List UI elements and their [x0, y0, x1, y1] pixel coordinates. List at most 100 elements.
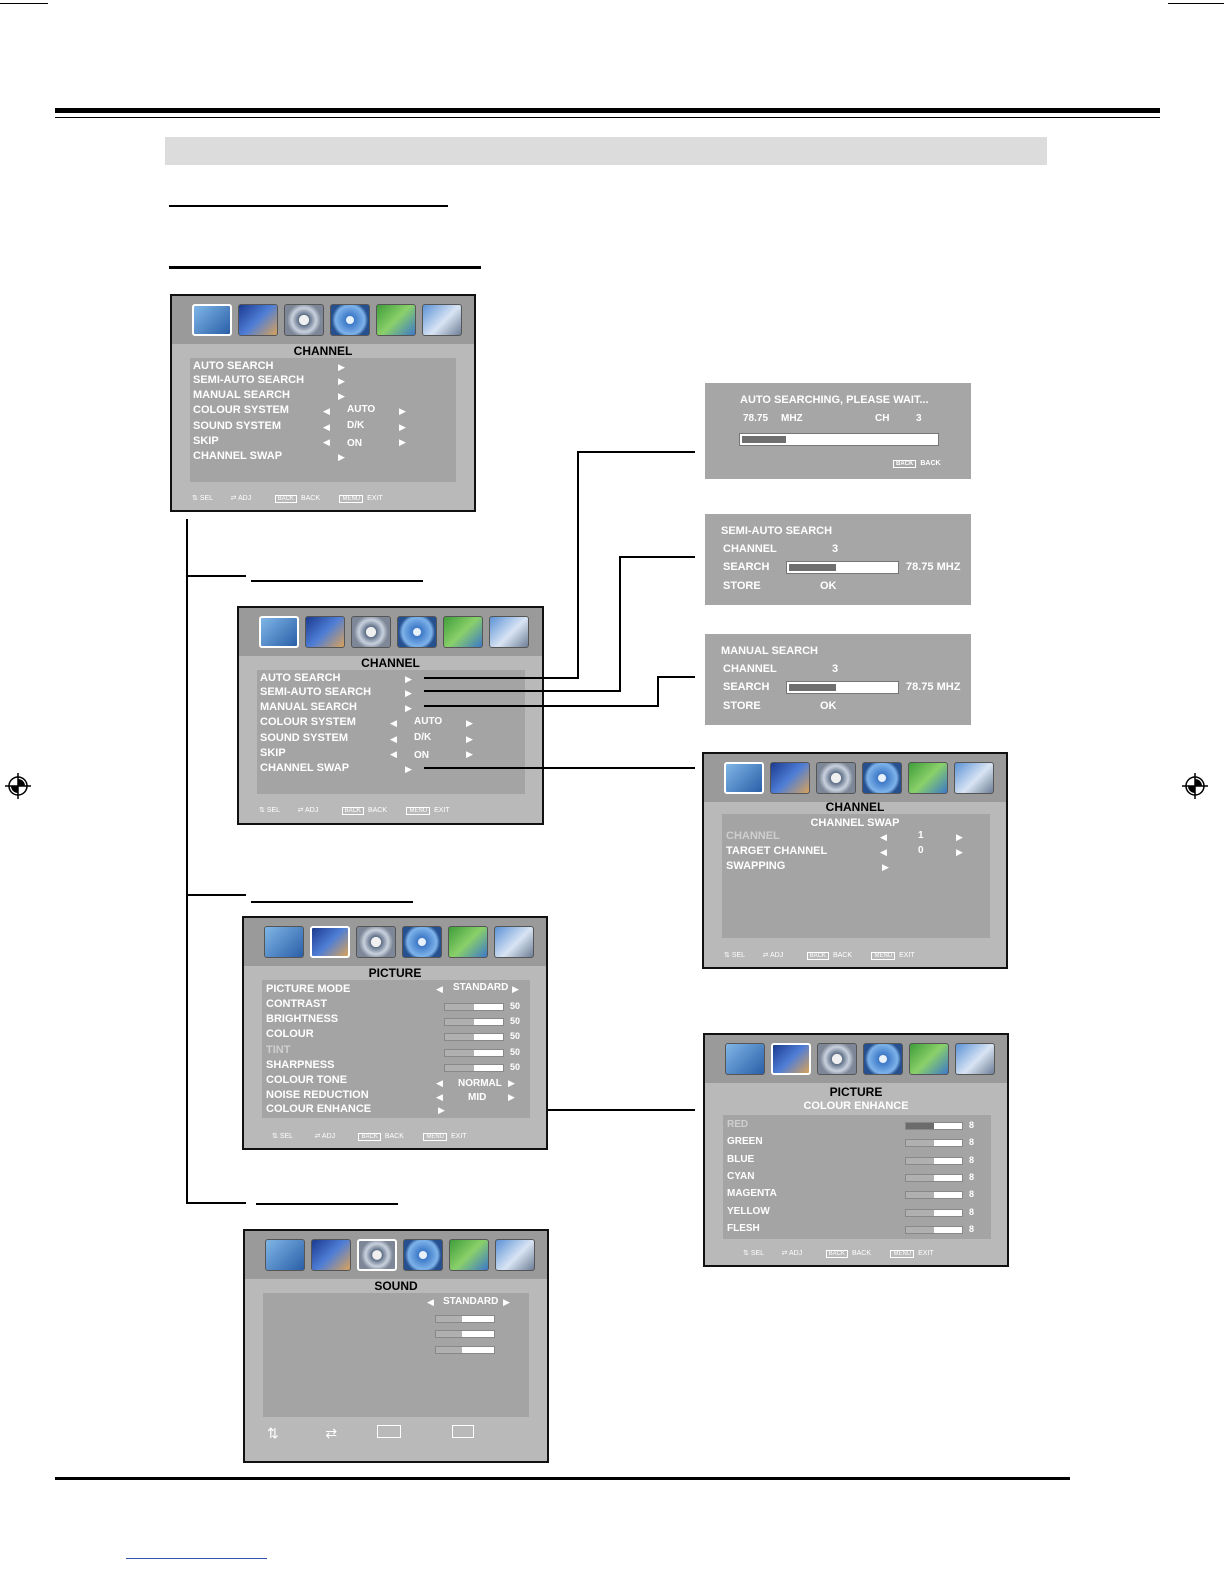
tv-search-icon[interactable] [192, 304, 232, 336]
tree-branch-picture [186, 894, 246, 896]
manual-channel-label: CHANNEL [723, 663, 777, 675]
slider-fill [906, 1140, 934, 1147]
slider-fill [445, 1019, 474, 1025]
enhance-row-label: RED [727, 1119, 749, 1130]
connector-manual-h1 [424, 705, 659, 707]
picture-icon[interactable] [310, 926, 350, 958]
registration-mark-left [5, 773, 31, 799]
channel-menu-item[interactable]: SEMI-AUTO SEARCH [193, 374, 305, 386]
semi-auto-popup: SEMI-AUTO SEARCH CHANNEL 3 SEARCH 78.75 … [705, 514, 971, 605]
osd-icon-bar [245, 1231, 547, 1279]
function-icon[interactable] [443, 616, 483, 648]
clock-icon[interactable] [330, 304, 370, 336]
arrow-left-icon: ◀ [323, 437, 330, 447]
function-icon[interactable] [449, 1239, 489, 1271]
arrow-left-icon: ◀ [323, 422, 330, 432]
osd-menu-panel [190, 358, 456, 482]
colour-tone-label: COLOUR TONE [266, 1074, 348, 1086]
picture-icon[interactable] [238, 304, 278, 336]
osd-icon-bar [244, 918, 546, 966]
sound-icon[interactable] [356, 926, 396, 958]
setup-icon[interactable] [494, 926, 534, 958]
channel-menu-item[interactable]: SKIP [260, 747, 286, 759]
picture-icon[interactable] [305, 616, 345, 648]
channel-menu-item[interactable]: SOUND SYSTEM [260, 732, 349, 744]
function-icon[interactable] [448, 926, 488, 958]
setup-icon[interactable] [489, 616, 529, 648]
skip-value: ON [414, 750, 429, 761]
tv-search-icon[interactable] [724, 762, 764, 794]
picture-slider-value: 50 [510, 1016, 521, 1026]
channel-menu-item[interactable]: CHANNEL SWAP [260, 762, 350, 774]
enhance-slider-bar [905, 1225, 963, 1234]
enhance-row-value: 8 [969, 1120, 975, 1130]
channel-menu-item[interactable]: MANUAL SEARCH [260, 701, 357, 713]
arrow-right-icon: ▶ [405, 764, 412, 774]
channel-menu-item[interactable]: AUTO SEARCH [260, 672, 341, 684]
sound-icon[interactable] [284, 304, 324, 336]
channel-menu-item[interactable]: COLOUR SYSTEM [260, 716, 356, 728]
manual-store-value: OK [820, 700, 837, 712]
colour-enhance-label: COLOUR ENHANCE [266, 1103, 372, 1115]
sound-icon[interactable] [357, 1239, 397, 1271]
clock-icon[interactable] [402, 926, 442, 958]
picture-slider-value: 50 [510, 1001, 521, 1011]
picture-slider-bar [444, 1049, 504, 1057]
connector-enhance [470, 1109, 695, 1111]
channel-menu-item[interactable]: SKIP [193, 435, 219, 447]
picture-icon[interactable] [771, 1043, 811, 1075]
manual-title: MANUAL SEARCH [721, 645, 818, 657]
setup-icon[interactable] [495, 1239, 535, 1271]
channel-menu-item[interactable]: SEMI-AUTO SEARCH [260, 686, 372, 698]
channel-menu-item[interactable]: MANUAL SEARCH [193, 389, 290, 401]
manual-frequency: 78.75 MHZ [906, 681, 961, 693]
function-icon[interactable] [376, 304, 416, 336]
channel-menu-item[interactable]: SOUND SYSTEM [193, 420, 282, 432]
clock-icon[interactable] [863, 1043, 903, 1075]
sound-system-value: D/K [414, 732, 432, 743]
clock-icon[interactable] [403, 1239, 443, 1271]
arrow-right-icon: ▶ [508, 1078, 515, 1088]
header-rule-thin [55, 117, 1160, 118]
function-icon[interactable] [908, 762, 948, 794]
setup-icon[interactable] [422, 304, 462, 336]
menu-key-box [452, 1425, 474, 1438]
back-key-box [377, 1425, 401, 1438]
function-icon[interactable] [909, 1043, 949, 1075]
setup-icon[interactable] [955, 1043, 995, 1075]
enhance-row-label: CYAN [727, 1170, 755, 1182]
arrow-right-icon: ▶ [399, 422, 406, 432]
semi-channel-label: CHANNEL [723, 543, 777, 555]
clock-icon[interactable] [397, 616, 437, 648]
picture-icon[interactable] [311, 1239, 351, 1271]
arrow-left-icon: ◀ [880, 847, 887, 857]
setup-icon[interactable] [954, 762, 994, 794]
sel-arrows-icon: ⇅ [192, 495, 198, 502]
tv-search-icon[interactable] [264, 926, 304, 958]
channel-menu-item[interactable]: AUTO SEARCH [193, 360, 274, 372]
enhance-row-label: YELLOW [727, 1205, 770, 1217]
sound-icon[interactable] [817, 1043, 857, 1075]
enhance-row-value: 8 [969, 1223, 975, 1234]
slider-fill [445, 1065, 474, 1071]
tv-search-icon[interactable] [259, 616, 299, 648]
slider-fill [906, 1226, 934, 1233]
manual-search-label: SEARCH [723, 681, 770, 693]
tv-search-icon[interactable] [265, 1239, 305, 1271]
sound-icon[interactable] [351, 616, 391, 648]
clock-icon[interactable] [862, 762, 902, 794]
arrow-right-icon: ▶ [466, 718, 473, 728]
sound-icon[interactable] [816, 762, 856, 794]
enhance-row-value: 8 [969, 1189, 975, 1200]
channel-menu-item[interactable]: CHANNEL SWAP [193, 450, 283, 462]
manual-search-progress [786, 681, 899, 694]
tv-search-icon[interactable] [725, 1043, 765, 1075]
picture-icon[interactable] [770, 762, 810, 794]
arrow-right-icon: ▶ [405, 688, 412, 698]
arrow-right-icon: ▶ [338, 362, 345, 372]
tree-heading-channel [251, 580, 423, 582]
channel-menu-item[interactable]: COLOUR SYSTEM [193, 404, 289, 416]
sound-system-value: D/K [347, 420, 365, 431]
